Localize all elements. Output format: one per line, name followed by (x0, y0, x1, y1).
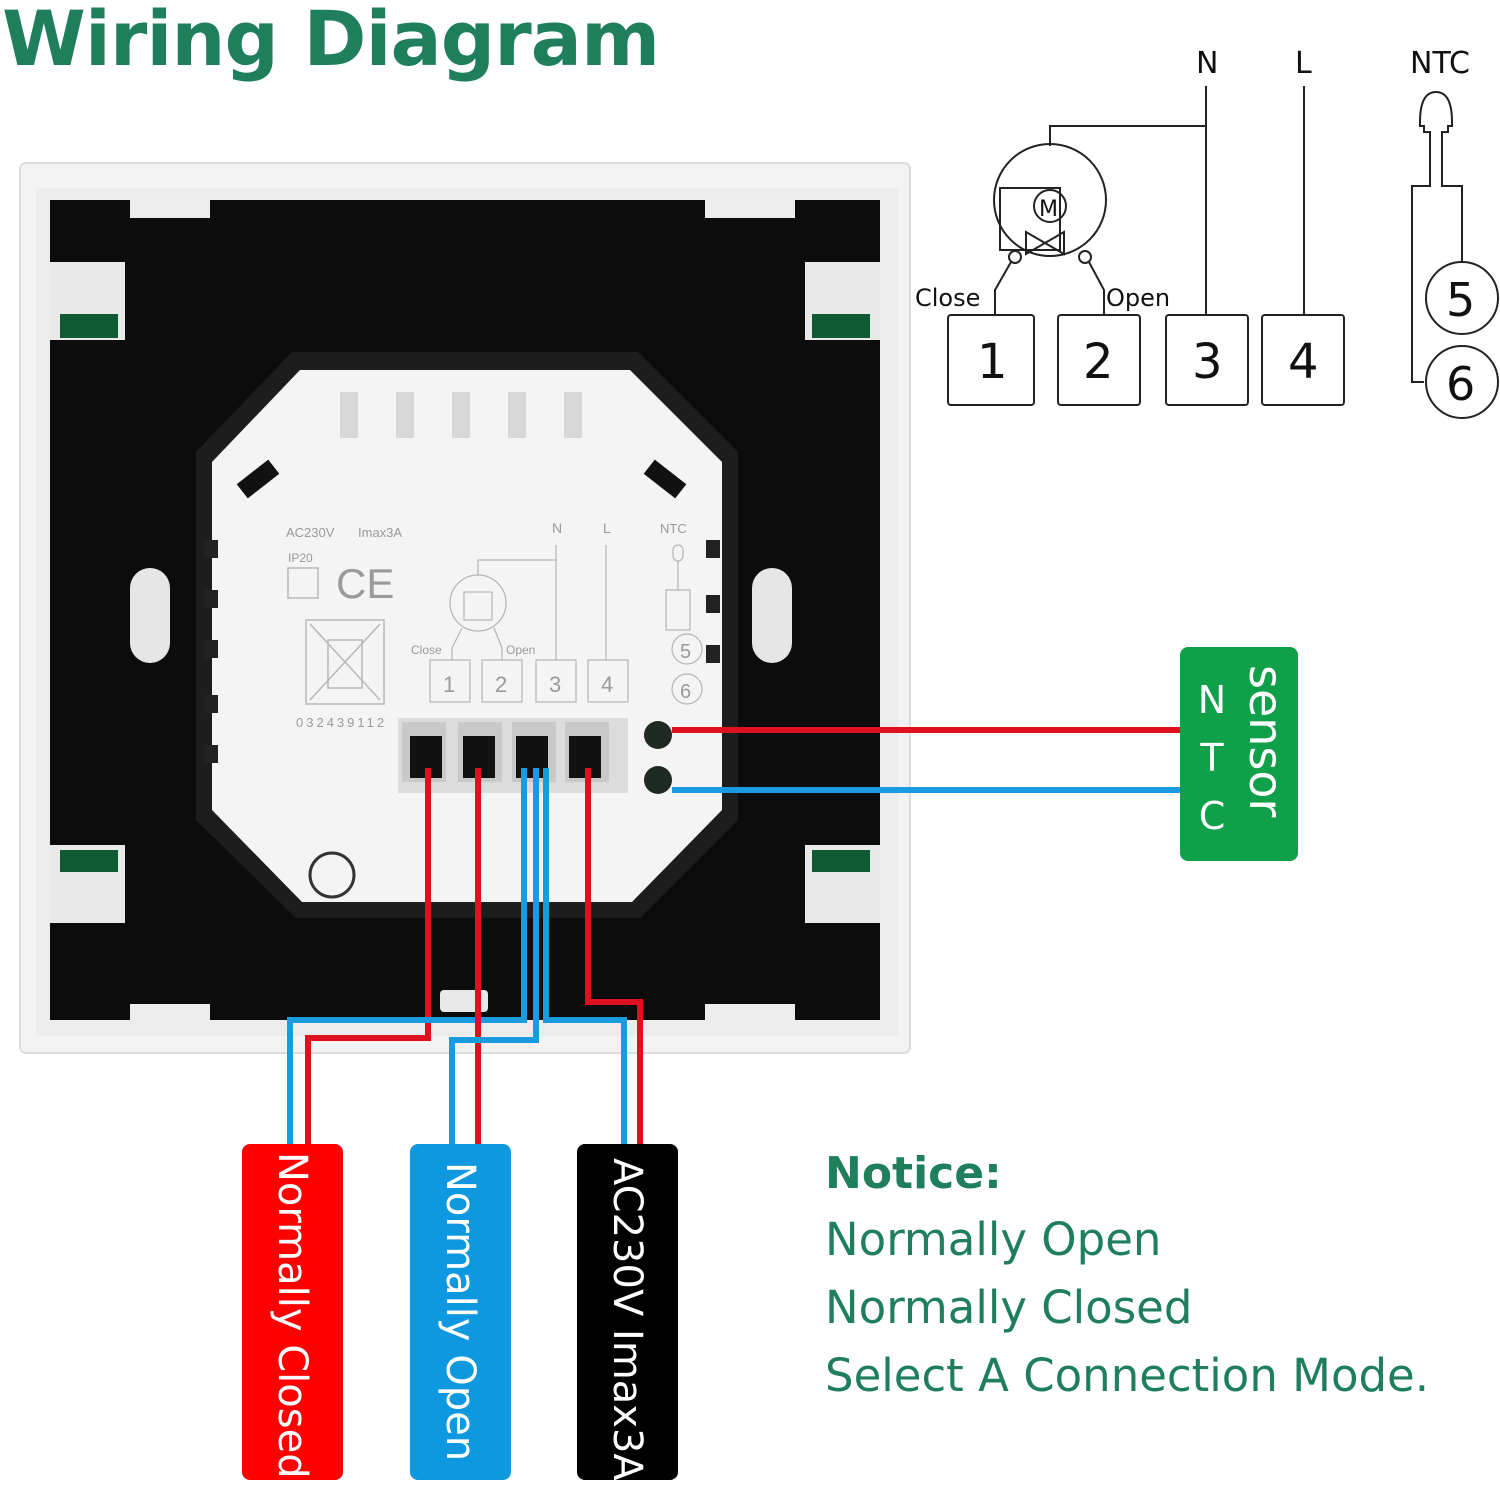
device-terminal-5: 5 (680, 641, 691, 663)
device-voltage-label: AC230V (286, 525, 335, 540)
device-l-label: L (603, 520, 611, 536)
device-ntc-label: NTC (660, 521, 687, 536)
device-close-label: Close (411, 643, 442, 657)
device-terminal-4: 4 (601, 672, 613, 697)
sensor-label-box: sensor NTC (1180, 647, 1298, 861)
terminal-block (402, 722, 609, 782)
wire-t3-blue-b (449, 768, 539, 1145)
device-terminal-1: 1 (443, 672, 455, 697)
device-terminal-3: 3 (549, 672, 561, 697)
weee-bin-icon (305, 619, 385, 705)
device-serial: 032439112 (296, 715, 387, 730)
schematic-n-label: N (1196, 46, 1218, 81)
wire-t3-blue-a (287, 768, 527, 1145)
normally-closed-label: Normally Closed (269, 1152, 315, 1479)
schematic-terminal-1: 1 (977, 334, 1008, 390)
thermostat-module: AC230V Imax3A IP20 CE 032439112 N L NTC … (196, 352, 738, 918)
terminal-6-circle (1425, 345, 1499, 419)
schematic-l-label: L (1295, 46, 1312, 81)
schematic-terminal-4: 4 (1288, 334, 1319, 390)
schematic-terminal-2: 2 (1083, 334, 1114, 390)
sensor-ntc-label: NTC (1194, 671, 1230, 845)
power-rating-label: AC230V Imax3A (604, 1158, 650, 1481)
sensor-screw-5 (644, 721, 672, 749)
device-current-label: Imax3A (358, 525, 402, 540)
ce-mark: CE (336, 560, 394, 607)
reset-hole (308, 851, 356, 899)
schematic-close-label: Close (915, 284, 980, 312)
wire-t3-blue-c (543, 768, 627, 1145)
notice-heading: Notice: (825, 1148, 1002, 1199)
device-ip-label: IP20 (288, 551, 313, 565)
wire-t4-red (585, 768, 643, 1145)
schematic-terminal-5: 5 (1446, 273, 1475, 327)
schematic (947, 86, 1499, 419)
wires (287, 727, 1180, 1145)
schematic-ntc-label: NTC (1410, 46, 1470, 81)
valve-circle (993, 143, 1107, 257)
normally-open-box: Normally Open (410, 1144, 511, 1480)
schematic-motor-label: M (1039, 197, 1058, 222)
device-open-label: Open (506, 643, 535, 657)
schematic-terminal-3: 3 (1192, 334, 1223, 390)
sensor-label: sensor (1239, 665, 1293, 818)
schematic-terminal-6: 6 (1446, 357, 1475, 411)
page-title: Wiring Diagram (2, 0, 660, 83)
device-terminal-6: 6 (680, 681, 691, 703)
notice-line: Normally Open (825, 1213, 1162, 1266)
device-n-label: N (552, 520, 562, 536)
schematic-open-label: Open (1106, 284, 1170, 312)
wire-t1-red (305, 768, 431, 1145)
normally-closed-box: Normally Closed (242, 1144, 343, 1480)
notice-block: Notice: Normally Open Normally Closed Se… (825, 1142, 1429, 1410)
sensor-ntc-text: NTC (1197, 678, 1227, 838)
sensor-screw-6 (644, 766, 672, 794)
ip-square-icon (287, 567, 319, 599)
terminal-5-circle (1425, 261, 1499, 335)
notice-line: Select A Connection Mode. (825, 1349, 1430, 1402)
power-rating-box: AC230V Imax3A (577, 1144, 678, 1481)
motor-icon (1033, 189, 1067, 223)
device-schematic (429, 544, 703, 705)
notice-line: Normally Closed (825, 1281, 1193, 1334)
device-terminal-2: 2 (495, 672, 507, 697)
normally-open-label: Normally Open (437, 1162, 483, 1462)
